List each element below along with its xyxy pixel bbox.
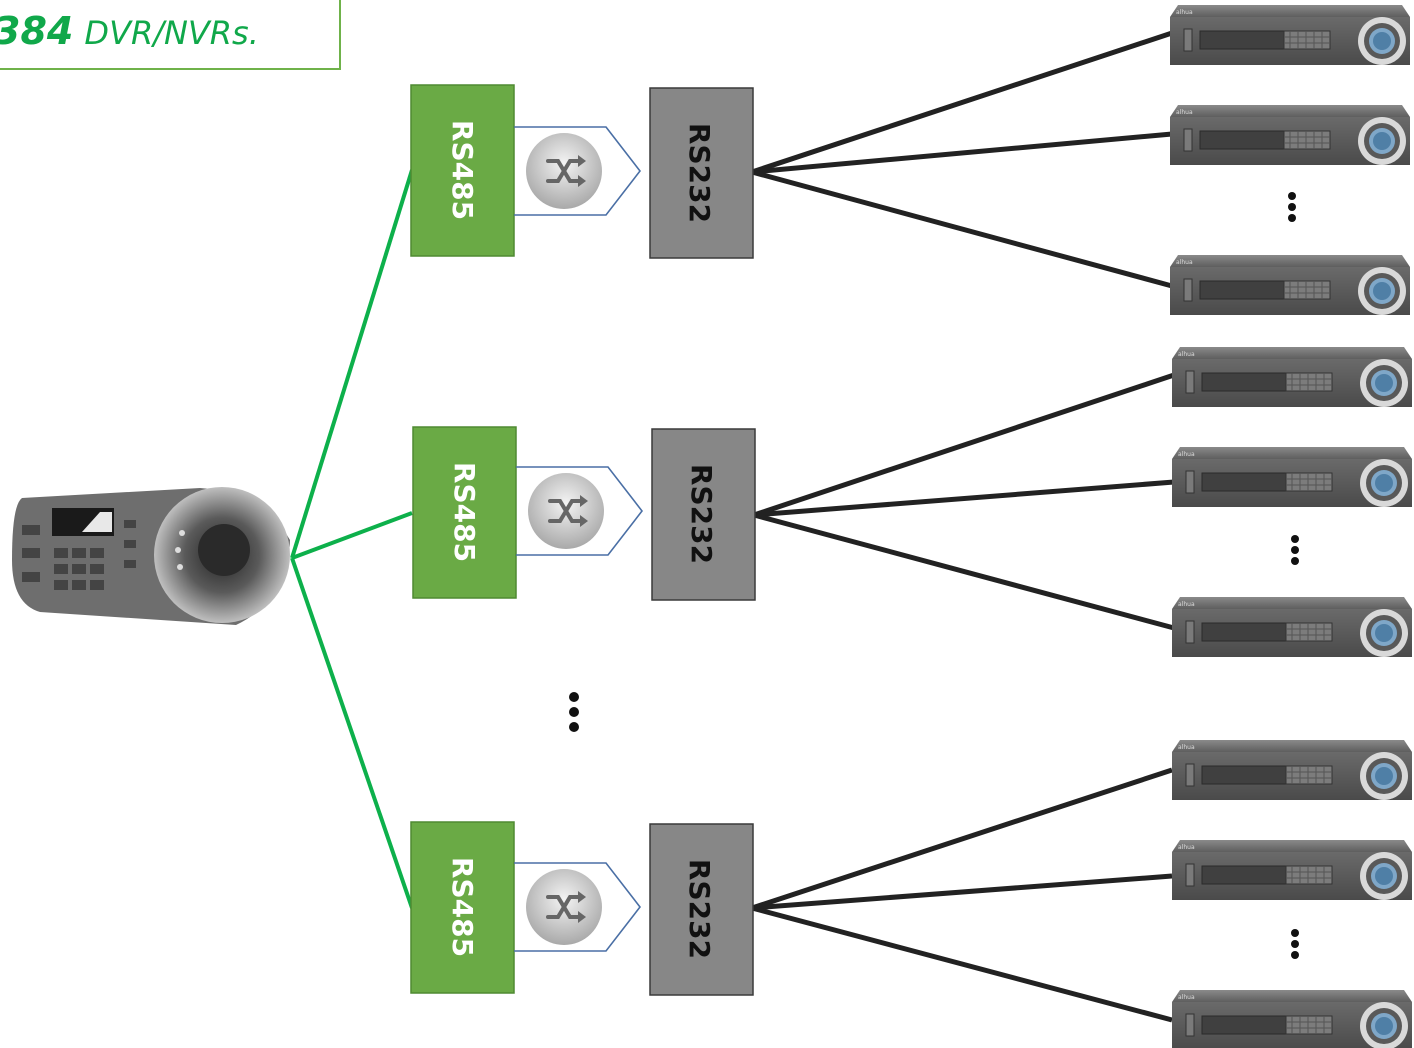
group-1: RS485 RS232 xyxy=(410,84,754,259)
callout-box: 384 DVR/NVRs. xyxy=(0,0,341,70)
shuffle-icon xyxy=(514,465,644,557)
link-dvr-6 xyxy=(753,512,1175,631)
vertical-ellipsis-icon xyxy=(1291,535,1299,565)
dvr-nvr-device-icon xyxy=(1171,346,1413,408)
callout-label: DVR/NVRs. xyxy=(84,14,258,52)
rs232-label: RS232 xyxy=(683,123,716,223)
ptz-keyboard-controller-icon xyxy=(12,487,290,625)
rs485-box xyxy=(410,84,515,257)
link-dvr-7 xyxy=(751,767,1173,911)
dvr-nvr-device-icon xyxy=(1169,4,1411,66)
link-dvr-9 xyxy=(751,905,1173,1023)
dvr-nvr-device-icon xyxy=(1169,254,1411,316)
link-to-rs485-1 xyxy=(290,169,414,559)
dvr-nvr-device-icon xyxy=(1171,446,1413,508)
rs232-label: RS232 xyxy=(685,464,718,564)
callout-number: 384 xyxy=(0,9,73,53)
black-links xyxy=(751,30,1175,1023)
rs485-label: RS485 xyxy=(446,120,479,220)
dvr-nvr-device-icon xyxy=(1171,596,1413,658)
callout-text: 384 DVR/NVRs. xyxy=(0,9,259,53)
link-to-rs485-3 xyxy=(290,557,414,909)
dvr-nvr-device-icon xyxy=(1171,739,1413,801)
green-links xyxy=(290,169,414,909)
dvr-nvr-device-icon xyxy=(1169,104,1411,166)
vertical-ellipsis-icon xyxy=(569,692,579,732)
rs485-box xyxy=(410,821,515,994)
group-3: RS485 RS232 xyxy=(410,821,754,996)
dvr-nvr-device-icon xyxy=(1171,989,1413,1048)
rs232-label: RS232 xyxy=(683,859,716,959)
link-to-rs485-2 xyxy=(291,511,413,560)
rs232-box xyxy=(651,428,756,601)
dvr-nvr-device-icon xyxy=(1171,839,1413,901)
shuffle-icon xyxy=(512,125,642,217)
dvr-devices xyxy=(1169,4,1413,1048)
rs485-box xyxy=(412,426,517,599)
rs485-label: RS485 xyxy=(446,857,479,957)
vertical-ellipsis-icon xyxy=(1291,929,1299,959)
rs485-label: RS485 xyxy=(448,462,481,562)
link-dvr-2 xyxy=(751,131,1173,175)
link-dvr-4 xyxy=(753,372,1175,518)
shuffle-icon xyxy=(512,861,642,953)
link-dvr-5 xyxy=(753,479,1175,518)
link-dvr-8 xyxy=(751,873,1173,911)
vertical-ellipsis-icon xyxy=(1288,192,1296,222)
link-dvr-3 xyxy=(751,169,1173,289)
group-2: RS485 RS232 xyxy=(412,426,756,601)
rs232-box xyxy=(649,87,754,259)
rs232-box xyxy=(649,823,754,996)
link-dvr-1 xyxy=(751,30,1173,175)
